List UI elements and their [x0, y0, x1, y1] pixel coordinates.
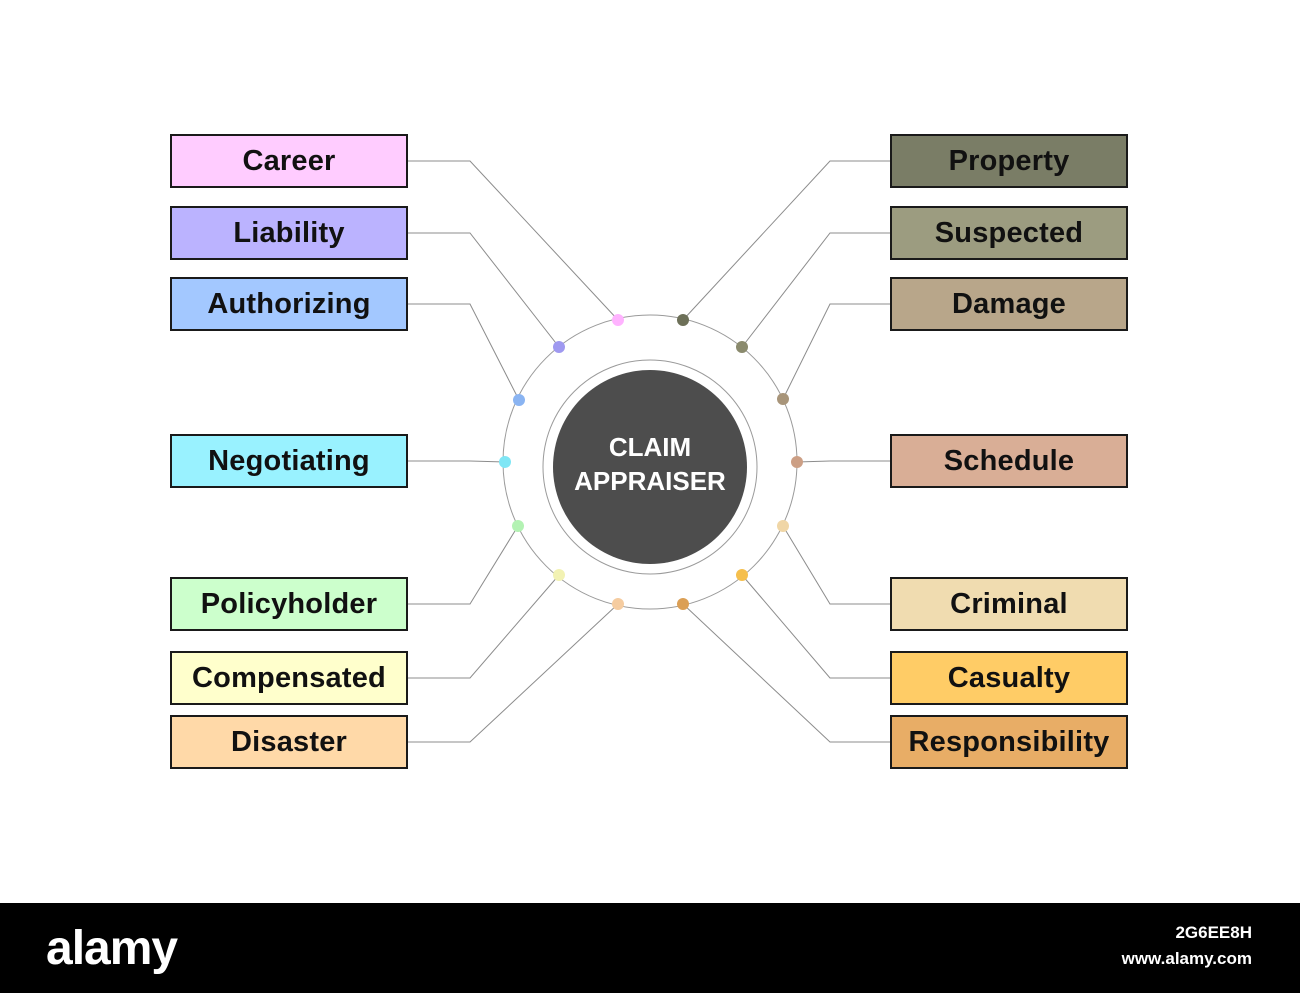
left-dot-liability: [553, 341, 565, 353]
footer-image-id: 2G6EE8H: [1175, 923, 1252, 942]
right-label-box-casualty: Casualty: [890, 651, 1128, 705]
right-connector-property: [682, 160, 890, 321]
left-connector-authorizing: [408, 303, 520, 401]
center-title-line2: APPRAISER: [574, 466, 726, 496]
left-label-box-policyholder: Policyholder: [170, 577, 408, 631]
inner-ring: [542, 359, 758, 575]
left-label-box-authorizing: Authorizing: [170, 277, 408, 331]
left-connector-disaster: [408, 603, 619, 743]
center-title-line1: CLAIM: [608, 432, 692, 462]
right-label-box-suspected: Suspected: [890, 206, 1128, 260]
center-title: CLAIM APPRAISER: [555, 430, 745, 498]
left-dot-career: [612, 314, 624, 326]
right-dot-suspected: [736, 341, 748, 353]
footer-logo: alamy: [46, 922, 178, 975]
left-connector-compensated: [408, 574, 560, 679]
right-connector-casualty: [741, 574, 890, 679]
right-dot-damage: [777, 393, 789, 405]
left-label-box-negotiating: Negotiating: [170, 434, 408, 488]
connector-dots: [499, 314, 803, 610]
left-label-box-career: Career: [170, 134, 408, 188]
right-connector-responsibility: [682, 603, 890, 743]
right-dot-property: [677, 314, 689, 326]
left-connector-negotiating: [408, 460, 506, 463]
left-dot-compensated: [553, 569, 565, 581]
right-connector-schedule: [796, 460, 890, 463]
left-label-box-disaster: Disaster: [170, 715, 408, 769]
right-label-box-property: Property: [890, 134, 1128, 188]
left-dot-authorizing: [513, 394, 525, 406]
footer-url: www.alamy.com: [1121, 949, 1252, 968]
right-dot-responsibility: [677, 598, 689, 610]
right-label-box-responsibility: Responsibility: [890, 715, 1128, 769]
diagram-canvas: [408, 160, 890, 743]
left-label-box-liability: Liability: [170, 206, 408, 260]
left-connector-liability: [408, 232, 560, 348]
left-dot-negotiating: [499, 456, 511, 468]
left-connector-career: [408, 160, 619, 321]
left-dot-disaster: [612, 598, 624, 610]
right-connector-suspected: [741, 232, 890, 348]
connector-lines: [408, 160, 890, 743]
right-label-box-schedule: Schedule: [890, 434, 1128, 488]
footer-bar: alamy 2G6EE8H www.alamy.com: [0, 903, 1300, 993]
right-label-box-criminal: Criminal: [890, 577, 1128, 631]
right-label-box-damage: Damage: [890, 277, 1128, 331]
right-dot-schedule: [791, 456, 803, 468]
center-circle: [553, 370, 747, 564]
left-connector-policyholder: [408, 525, 519, 605]
right-dot-casualty: [736, 569, 748, 581]
right-connector-damage: [782, 303, 890, 400]
right-connector-criminal: [782, 525, 890, 605]
right-dot-criminal: [777, 520, 789, 532]
left-label-box-compensated: Compensated: [170, 651, 408, 705]
left-dot-policyholder: [512, 520, 524, 532]
